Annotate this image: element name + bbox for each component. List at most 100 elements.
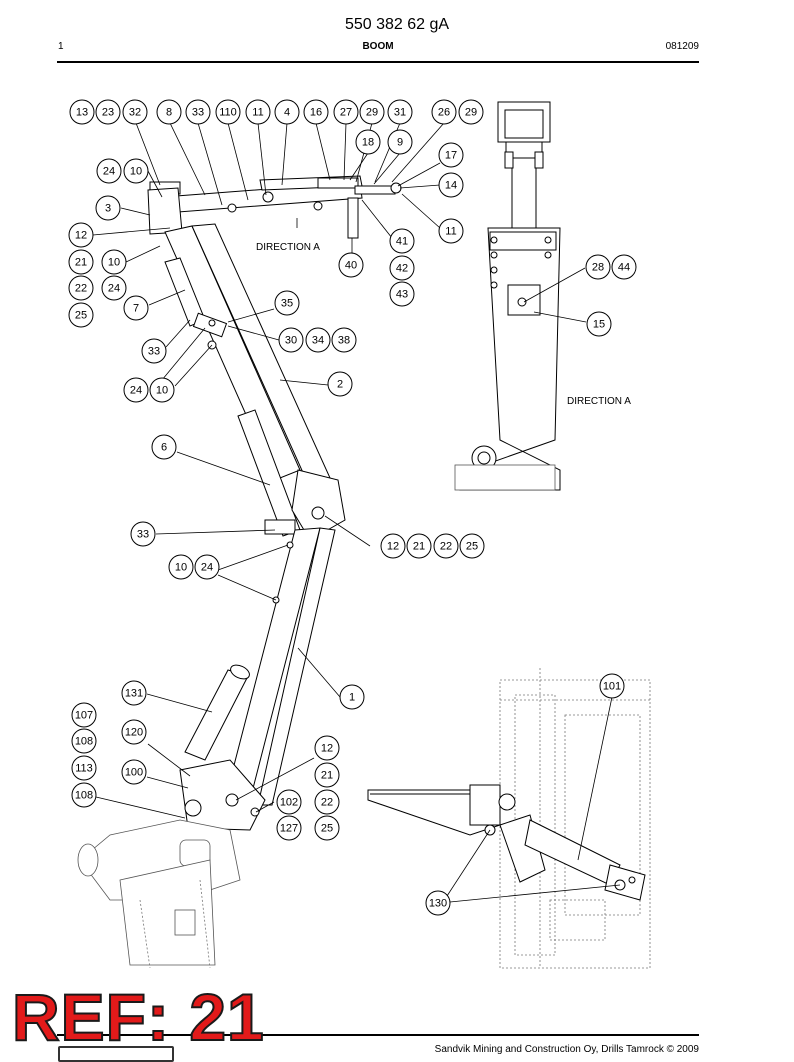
callout-label: 21	[413, 541, 425, 553]
callout-131: 131	[121, 680, 147, 706]
callout-label: 113	[75, 763, 93, 775]
callout-label: 10	[130, 166, 142, 178]
callout-label: 131	[125, 688, 143, 700]
callout-10: 10	[101, 249, 127, 275]
callout-102: 102	[276, 789, 302, 815]
callout-113: 113	[71, 755, 97, 781]
callout-30: 30	[278, 327, 304, 353]
callout-label: 24	[130, 385, 142, 397]
callout-label: 23	[102, 107, 114, 119]
callout-10: 10	[149, 377, 175, 403]
page-number: 1	[58, 41, 64, 52]
callout-6: 6	[151, 434, 177, 460]
callout-label: 29	[465, 107, 477, 119]
callout-7: 7	[123, 295, 149, 321]
callout-10: 10	[123, 158, 149, 184]
callout-25: 25	[459, 533, 485, 559]
callout-label: 26	[438, 107, 450, 119]
callout-label: 15	[593, 319, 605, 331]
callout-101: 101	[599, 673, 625, 699]
footer-copyright: Sandvik Mining and Construction Oy, Dril…	[434, 1044, 699, 1055]
callout-label: 12	[321, 743, 333, 755]
callout-25: 25	[314, 815, 340, 841]
callout-label: 8	[166, 107, 172, 119]
callout-label: 29	[366, 107, 378, 119]
callout-label: 12	[387, 541, 399, 553]
callout-24: 24	[194, 554, 220, 580]
callout-120: 120	[121, 719, 147, 745]
callout-27: 27	[333, 99, 359, 125]
callout-label: 22	[440, 541, 452, 553]
callout-22: 22	[68, 275, 94, 301]
callout-label: 11	[252, 107, 263, 119]
callout-8: 8	[156, 99, 182, 125]
callout-17: 17	[438, 142, 464, 168]
callout-2: 2	[327, 371, 353, 397]
callout-1: 1	[339, 684, 365, 710]
callout-label: 27	[340, 107, 352, 119]
callout-label: 25	[321, 823, 333, 835]
callout-label: 24	[103, 166, 115, 178]
callout-33: 33	[141, 338, 167, 364]
callout-108: 108	[71, 728, 97, 754]
callout-label: 130	[429, 898, 447, 910]
callout-21: 21	[406, 533, 432, 559]
callout-14: 14	[438, 172, 464, 198]
callout-38: 38	[331, 327, 357, 353]
callout-12: 12	[314, 735, 340, 761]
callout-16: 16	[303, 99, 329, 125]
callout-10: 10	[168, 554, 194, 580]
callout-label: 42	[396, 263, 408, 275]
direction-a-view	[454, 101, 587, 491]
callout-43: 43	[389, 281, 415, 307]
callout-42: 42	[389, 255, 415, 281]
callout-label: 33	[192, 107, 204, 119]
callout-24: 24	[101, 275, 127, 301]
callout-label: 9	[397, 137, 403, 149]
revision-date: 081209	[665, 41, 699, 52]
callout-label: 22	[321, 797, 333, 809]
callout-label: 28	[592, 262, 604, 274]
callout-label: 13	[76, 107, 88, 119]
callout-label: 2	[337, 379, 343, 391]
callout-22: 22	[433, 533, 459, 559]
callout-25: 25	[68, 302, 94, 328]
callout-label: 108	[75, 790, 93, 802]
direction-a-label-main: DIRECTION A	[256, 242, 320, 253]
callout-label: 33	[137, 529, 149, 541]
callout-label: 10	[156, 385, 168, 397]
callout-40: 40	[338, 252, 364, 278]
callout-110: 110	[215, 99, 241, 125]
callout-label: 32	[129, 107, 141, 119]
callout-4: 4	[274, 99, 300, 125]
callout-label: 108	[75, 736, 93, 748]
callout-label: 33	[148, 346, 160, 358]
callout-26: 26	[431, 99, 457, 125]
callout-41: 41	[389, 228, 415, 254]
callout-label: 120	[125, 727, 143, 739]
callout-label: 25	[466, 541, 478, 553]
callout-18: 18	[355, 129, 381, 155]
callout-label: 14	[445, 180, 457, 192]
callout-29: 29	[458, 99, 484, 125]
callout-label: 21	[321, 770, 333, 782]
callout-label: 40	[345, 260, 357, 272]
callout-label: 1	[349, 692, 355, 704]
callout-label: 44	[618, 262, 630, 274]
footer-rule	[57, 1034, 699, 1036]
callout-label: 38	[338, 335, 350, 347]
document-number: 550 382 62 gA	[344, 16, 450, 33]
callout-label: 25	[75, 310, 87, 322]
header-rule	[57, 61, 699, 63]
callout-label: 7	[133, 303, 139, 315]
callout-label: 4	[284, 107, 290, 119]
leader-lines	[92, 122, 445, 819]
callout-29: 29	[359, 99, 385, 125]
callout-28: 28	[585, 254, 611, 280]
callout-33: 33	[130, 521, 156, 547]
callout-21: 21	[314, 762, 340, 788]
callout-107: 107	[71, 702, 97, 728]
callout-label: 31	[394, 107, 406, 119]
callout-22: 22	[314, 789, 340, 815]
